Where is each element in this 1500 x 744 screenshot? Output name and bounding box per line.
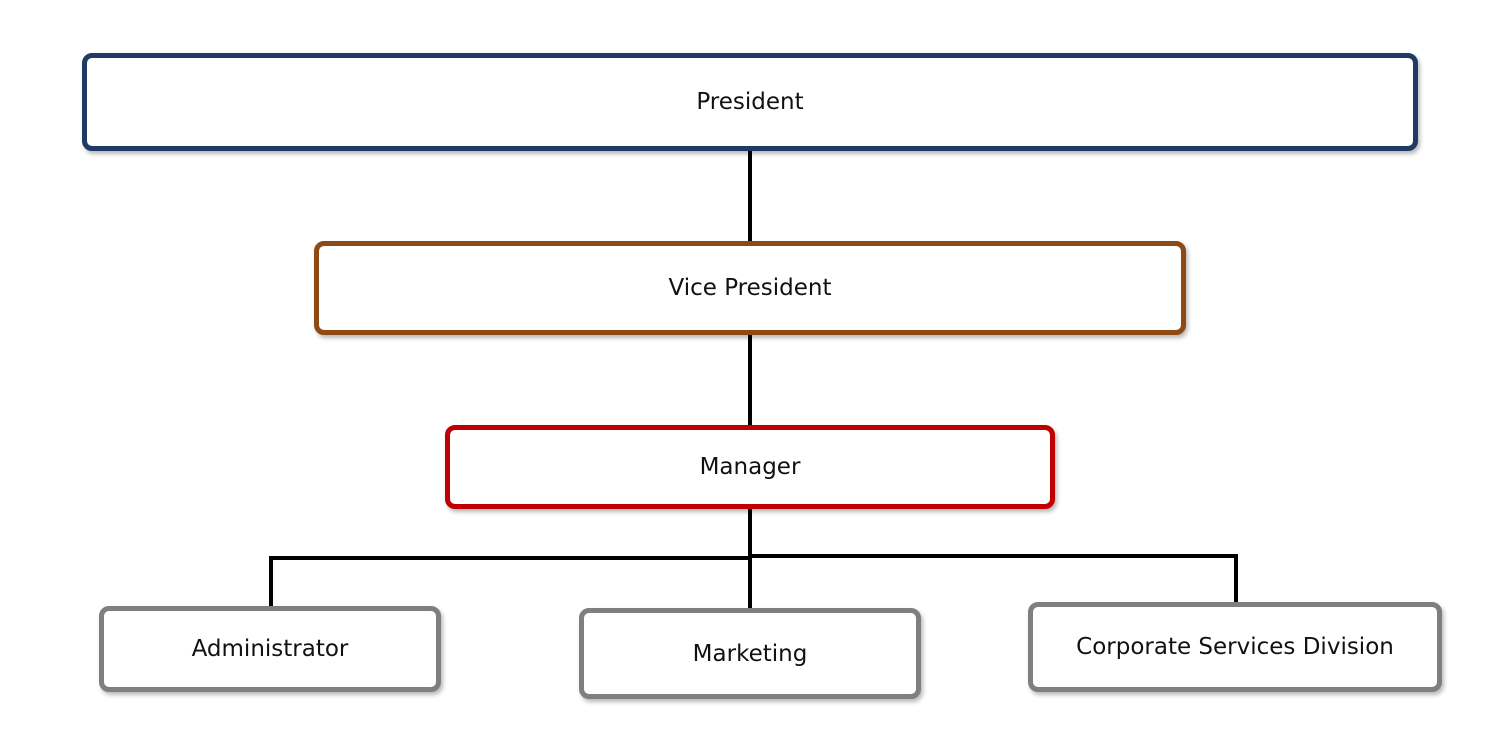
node-corporate-services-label: Corporate Services Division (1076, 634, 1394, 660)
node-manager: Manager (445, 425, 1055, 509)
node-administrator: Administrator (99, 606, 441, 692)
node-administrator-label: Administrator (191, 636, 349, 662)
edge-manager-corporate (750, 554, 1238, 602)
node-vice-president-label: Vice President (668, 275, 832, 301)
node-president: President (82, 53, 1418, 151)
edge-manager-administrator (269, 556, 750, 606)
node-corporate-services: Corporate Services Division (1028, 602, 1442, 692)
node-president-label: President (696, 89, 804, 115)
node-vice-president: Vice President (314, 241, 1186, 335)
node-manager-label: Manager (699, 454, 801, 480)
node-marketing-label: Marketing (692, 640, 808, 667)
node-marketing: Marketing (579, 608, 921, 699)
